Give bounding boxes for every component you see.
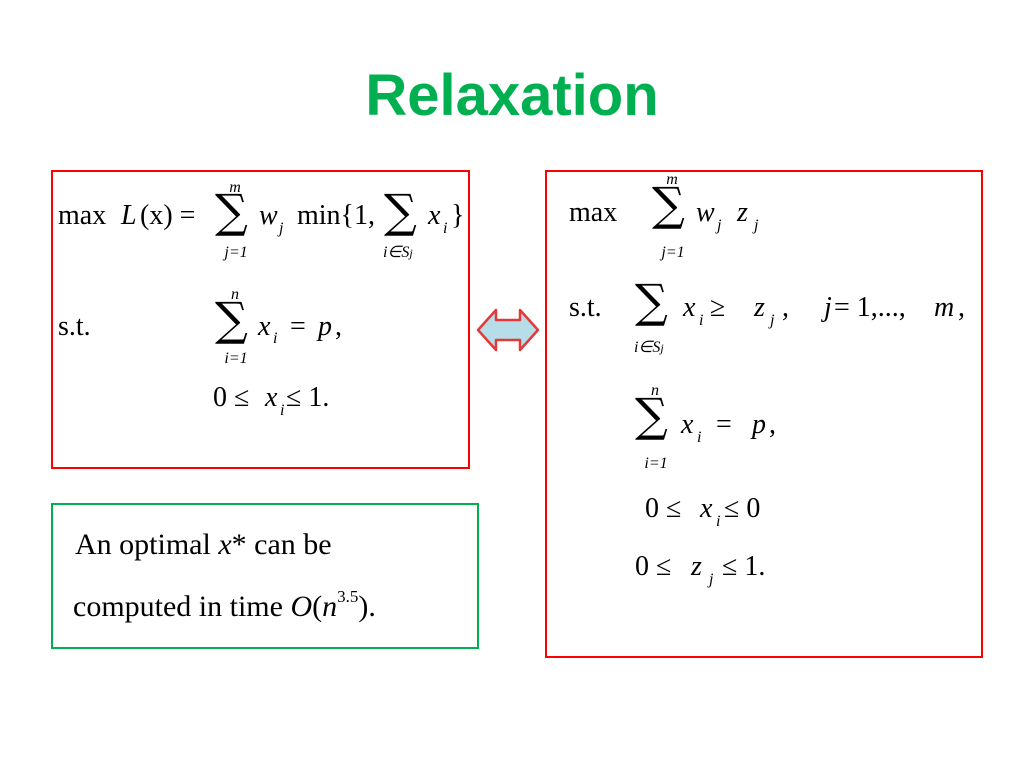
right-sum3-lower: i=1	[644, 455, 668, 472]
right-r3-comma: ,	[769, 409, 776, 440]
right-r2-z: z	[754, 292, 765, 323]
right-w-sub: j	[717, 217, 722, 234]
right-r4-x: x	[700, 493, 713, 524]
left-l2-eq: =	[290, 311, 306, 342]
left-xi-sub: i	[443, 220, 448, 237]
right-r2-end: ,	[958, 292, 965, 323]
right-r4-lower: 0 ≤	[645, 493, 682, 524]
left-l3-upper: ≤ 1.	[286, 382, 330, 413]
right-r3-x: x	[681, 409, 694, 440]
left-sum2-lower: i∈Sj	[383, 244, 413, 261]
right-z: z	[737, 197, 748, 228]
right-r2-j: j	[824, 292, 832, 323]
note-line-2: computed in time O(n3.5).	[73, 587, 376, 623]
right-r3-x-sub: i	[697, 429, 702, 446]
right-sum3-symbol: ∑	[635, 388, 668, 442]
original-problem-box	[51, 170, 470, 469]
left-sum2-symbol: ∑	[384, 184, 417, 238]
right-r3-eq: =	[716, 409, 732, 440]
left-sum3-upper: n	[231, 286, 239, 303]
double-arrow-icon	[476, 308, 540, 352]
slide-title: Relaxation	[365, 63, 659, 128]
right-sum1-symbol: ∑	[652, 177, 685, 231]
left-fx: (x) =	[140, 200, 196, 231]
left-l2-x-sub: i	[273, 330, 278, 347]
right-r2-range: = 1,...,	[834, 292, 906, 323]
right-max: max	[569, 197, 618, 228]
right-r4-x-sub: i	[716, 513, 721, 530]
left-brace: }	[451, 200, 465, 231]
right-z-sub: j	[754, 217, 759, 234]
right-sum2-symbol: ∑	[635, 274, 668, 328]
right-r2-ge: ≥	[710, 292, 726, 323]
right-sum3-upper: n	[651, 382, 659, 399]
relaxed-problem-box	[545, 170, 983, 658]
left-l3-lower: 0 ≤	[213, 382, 250, 413]
left-L: L	[121, 200, 137, 231]
left-l2-p: p	[318, 311, 332, 342]
left-sum1-symbol: ∑	[215, 184, 248, 238]
left-max: max	[58, 200, 107, 231]
left-l2-x: x	[258, 311, 271, 342]
right-sum1-upper: m	[666, 171, 678, 188]
complexity-note-box	[51, 503, 479, 649]
right-r3-p: p	[752, 409, 766, 440]
note-line-1: An optimal x* can be	[75, 528, 332, 561]
right-r5-lower: 0 ≤	[635, 551, 672, 582]
right-sum1-lower: j=1	[661, 244, 685, 261]
right-r2-z-sub: j	[770, 312, 775, 329]
left-sum1-upper: m	[229, 179, 241, 196]
left-sum3-lower: i=1	[224, 350, 248, 367]
right-st: s.t.	[569, 292, 602, 323]
left-sum3-symbol: ∑	[215, 292, 248, 346]
right-r2-comma: ,	[782, 292, 789, 323]
left-l3-x: x	[265, 382, 278, 413]
right-r5-upper: ≤ 1.	[722, 551, 766, 582]
left-st: s.t.	[58, 311, 91, 342]
right-r4-upper: ≤ 0	[724, 493, 761, 524]
right-r2-m: m	[934, 292, 955, 323]
left-min: min{1,	[297, 200, 375, 231]
right-w: w	[696, 197, 715, 228]
left-xi: x	[428, 200, 441, 231]
right-sum2-lower: i∈Sj	[634, 339, 664, 356]
left-l2-comma: ,	[335, 311, 342, 342]
left-sum1-lower: j=1	[224, 244, 248, 261]
right-r2-x-sub: i	[699, 312, 704, 329]
right-r5-z-sub: j	[709, 571, 714, 588]
right-r5-z: z	[691, 551, 702, 582]
right-r2-x: x	[683, 292, 696, 323]
left-l3-x-sub: i	[280, 402, 285, 419]
left-w-sub: j	[279, 220, 284, 237]
left-w: w	[259, 200, 278, 231]
